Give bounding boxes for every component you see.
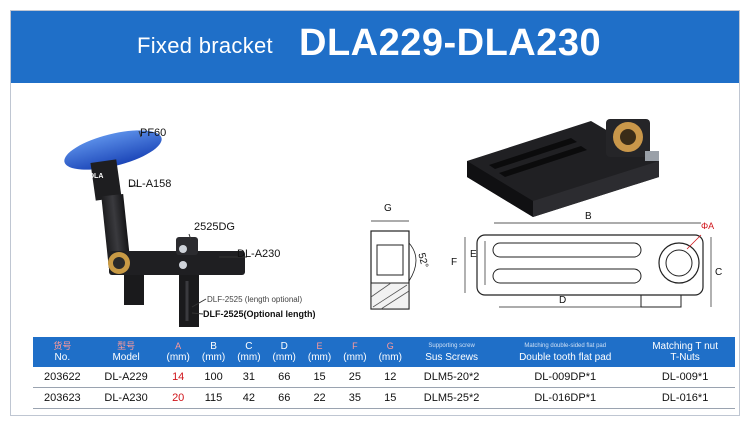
table-row: 203623 DL-A230 20 115 42 66 22 35 15 DLM… <box>33 387 735 409</box>
label-dl-a230: DL-A230 <box>237 248 281 260</box>
dim-b: B <box>585 211 592 222</box>
dim-f: F <box>451 257 458 268</box>
cell-a: 14 <box>160 367 196 388</box>
suction-cup-photo <box>64 130 247 327</box>
cell-tnut: DL-009*1 <box>635 367 735 388</box>
title-banner: Fixed bracket DLA229-DLA230 <box>11 11 739 83</box>
cell-tnut: DL-016*1 <box>635 387 735 409</box>
cell-c: 31 <box>231 367 267 388</box>
cell-screws: DLM5-25*2 <box>407 387 496 409</box>
dim-e: E <box>470 249 477 260</box>
label-pf60: PF60 <box>140 127 167 139</box>
col-header-a: A(mm) <box>160 337 196 367</box>
label-2525dg: 2525DG <box>194 221 235 233</box>
label-dlf-length-optional: DLF-2525 (length optional) <box>207 295 303 304</box>
top-view-drawing <box>464 222 712 308</box>
cell-model: DL-A230 <box>91 387 161 409</box>
dim-g: G <box>384 203 392 214</box>
col-header-c: C(mm) <box>231 337 267 367</box>
col-header-g: G(mm) <box>372 337 408 367</box>
banner-subtitle: Fixed bracket <box>137 33 273 58</box>
cell-pad: DL-009DP*1 <box>495 367 636 388</box>
product-sheet: Fixed bracket DLA229-DLA230 <box>10 10 740 416</box>
cell-d: 66 <box>266 367 302 388</box>
cell-b: 115 <box>195 387 232 409</box>
cell-b: 100 <box>195 367 232 388</box>
product-illustration <box>64 119 712 327</box>
cell-c: 42 <box>231 387 267 409</box>
col-header-b: B(mm) <box>195 337 232 367</box>
label-dlf-optional-length: DLF-2525(Optional length) <box>203 309 316 319</box>
cell-a: 20 <box>160 387 196 409</box>
side-view-drawing <box>370 220 417 310</box>
banner-title: DLA229-DLA230 <box>299 22 602 64</box>
dim-d: D <box>559 295 567 306</box>
cell-g: 15 <box>372 387 408 409</box>
col-header-e: E(mm) <box>301 337 338 367</box>
col-header-d: D(mm) <box>266 337 302 367</box>
cell-d: 66 <box>266 387 302 409</box>
cell-e: 15 <box>301 367 338 388</box>
cell-f: 35 <box>337 387 373 409</box>
cell-e: 22 <box>301 387 338 409</box>
cell-model: DL-A229 <box>91 367 161 388</box>
cell-no: 203623 <box>33 387 92 409</box>
cell-g: 12 <box>372 367 408 388</box>
dim-phi-a: ΦA <box>701 221 715 231</box>
label-dl-a158: DL-A158 <box>128 178 172 190</box>
cell-no: 203622 <box>33 367 92 388</box>
cell-f: 25 <box>337 367 373 388</box>
dim-c: C <box>715 267 723 278</box>
cell-pad: DL-016DP*1 <box>495 387 636 409</box>
bracket-photo <box>467 119 659 217</box>
table-row: 203622 DL-A229 14 100 31 66 15 25 12 DLM… <box>33 367 735 388</box>
brand-mark-logo: DLA <box>89 173 104 180</box>
cell-screws: DLM5-20*2 <box>407 367 496 388</box>
col-header-f: F(mm) <box>337 337 373 367</box>
